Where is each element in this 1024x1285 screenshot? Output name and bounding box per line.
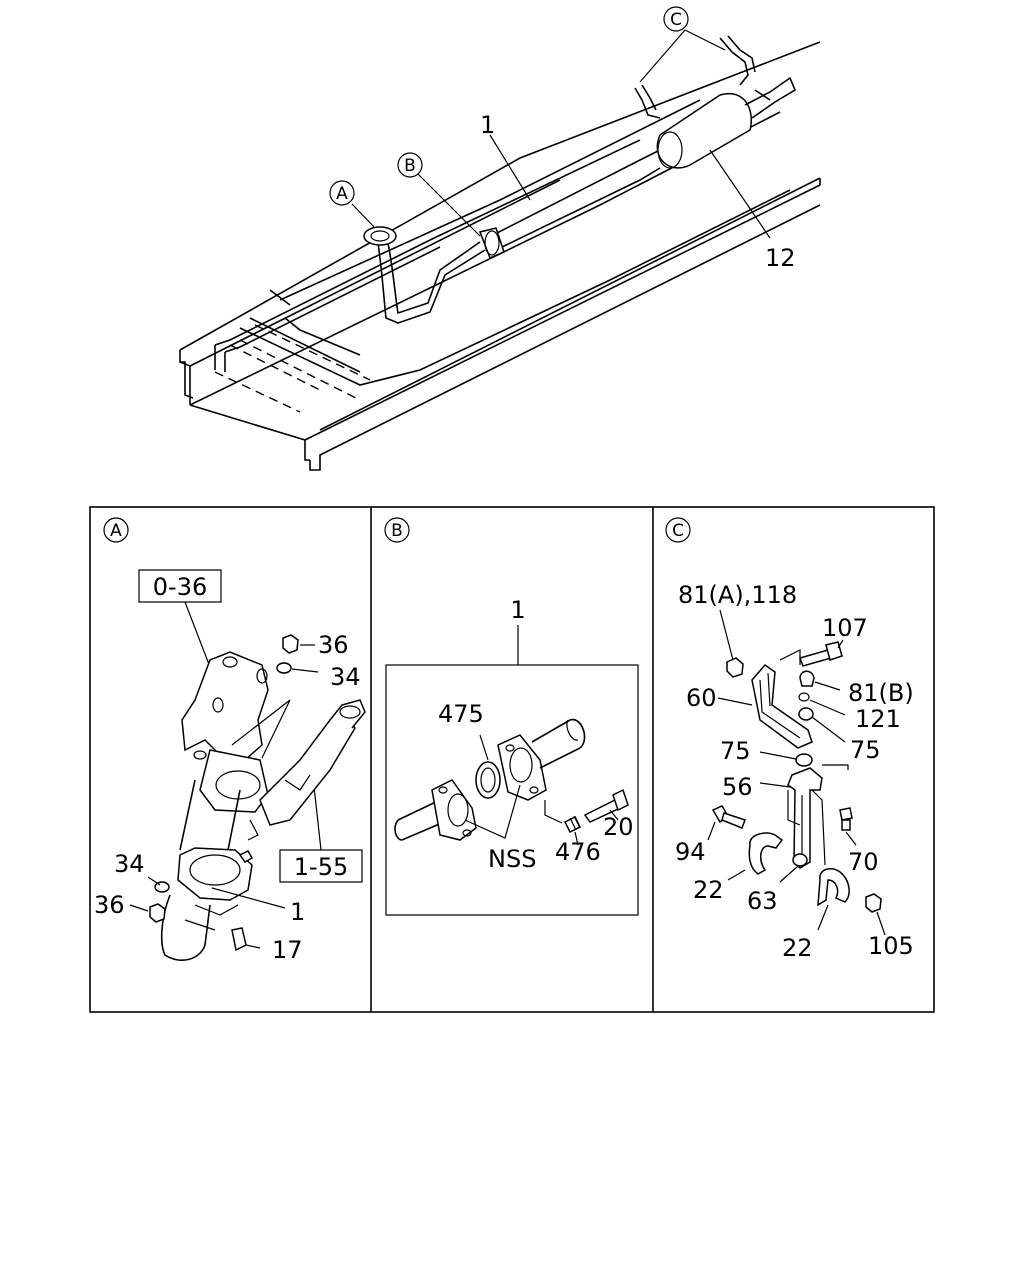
panel-c-tag: C [672,521,684,541]
ref-label-1-55: 1-55 [294,853,348,881]
overview-drawing: A B C 1 12 [179,6,821,471]
panel-c: C [665,517,914,962]
panel-b-tag: B [391,521,403,541]
label-75-right: 75 [850,736,881,764]
exhaust-pipe-assembly [363,35,797,324]
flange-a-part [363,226,397,246]
label-105: 105 [868,932,914,960]
front-pipe-flange-part [177,847,253,901]
overview-label-muffler: 12 [765,244,796,272]
label-36-top: 36 [318,631,349,659]
label-spring-476: 476 [555,838,601,866]
exhaust-manifold-part [181,651,269,761]
label-stud-17: 17 [272,936,303,964]
callout-a-text: A [336,184,348,204]
label-nss: NSS [488,845,536,873]
rubber-75-left-part [795,753,813,767]
clamp-22-left-part [748,832,784,875]
label-34-top: 34 [330,663,361,691]
label-pipe-1-b: 1 [510,596,525,624]
label-bolt-20: 20 [603,813,634,841]
stud-17-part [231,927,247,952]
label-81b: 81(B) [848,679,914,707]
callout-b-text: B [404,156,416,176]
gasket-475-part [475,761,501,799]
overview-label-pipe: 1 [480,111,495,139]
callout-b-marker: B [397,152,423,178]
panel-b: B 1 475 NSS [384,517,639,916]
pipe-detail-box [385,664,639,916]
nut-36-top-part [282,634,299,654]
label-63: 63 [747,887,778,915]
left-flange-part [431,779,477,841]
panel-a-tag: A [110,521,122,541]
callout-c-text: C [670,10,682,30]
label-pipe-1: 1 [290,898,305,926]
washer-63-part [792,853,808,867]
detail-panels-frame [89,506,935,1013]
washer-34-top-part [276,662,292,674]
bolt-70-part [839,807,853,821]
nut-81a-part [726,657,744,678]
ref-label-0-36: 0-36 [153,573,207,601]
ref-box-0-36 [138,569,222,603]
washer-121-part [798,692,810,702]
panel-a: A 0-36 1-55 [94,517,366,964]
muffler-part [656,92,752,169]
label-56: 56 [722,773,753,801]
label-107: 107 [822,614,868,642]
chassis-frame [179,41,821,471]
label-gasket-475: 475 [438,700,484,728]
nut-105-part [865,893,882,913]
right-flange-part [497,734,547,801]
label-94: 94 [675,838,706,866]
callout-a-marker: A [329,180,355,206]
label-22-right: 22 [782,934,813,962]
callout-c-marker: C [663,6,689,32]
label-75-left: 75 [720,737,751,765]
nut-36-left-part [149,903,166,923]
nut-81b-part [799,670,815,687]
label-34-left: 34 [114,850,145,878]
label-70: 70 [848,848,879,876]
clamp-22-right-part [817,868,850,907]
label-60: 60 [686,684,717,712]
rubber-75-right-part [798,707,814,721]
exhaust-brake-part [259,714,356,826]
label-121: 121 [855,705,901,733]
label-36-left: 36 [94,891,125,919]
bolt-107-part [799,649,832,667]
bracket-60-part [751,663,813,749]
hanger-56-part [787,767,823,869]
label-22-left: 22 [693,876,724,904]
label-81a-118: 81(A),118 [678,581,797,609]
flange-b-part [478,227,505,259]
